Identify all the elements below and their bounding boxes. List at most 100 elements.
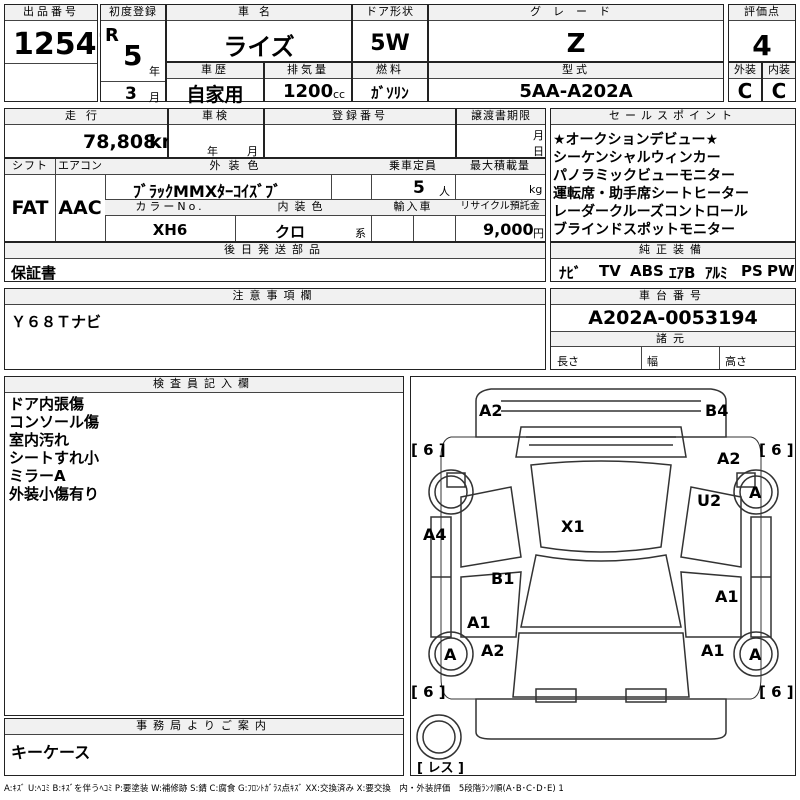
year-value: 5 <box>123 39 143 72</box>
displacement-value: 1200 <box>283 81 334 102</box>
model-box: 型式 5AA-A202A <box>428 62 724 102</box>
mark-center: B1 <box>491 569 515 588</box>
transfer-box: 譲渡書期限 月 日 <box>456 108 546 158</box>
equipment-item: ｴｱB <box>669 264 696 282</box>
equipment-box: 純正装備 ﾅﾋﾞ TV ABS ｴｱB ｱﾙﾐ PS PW <box>550 242 796 282</box>
load-label: 最大積載量 <box>455 159 545 175</box>
transfer-day-unit: 日 <box>533 145 544 158</box>
displacement-label: 排気量 <box>265 63 351 79</box>
dims-label: 諸元 <box>551 331 795 347</box>
inspector-line: ドア内張傷 <box>9 395 85 413</box>
mark-rear-left: A2 <box>479 401 503 420</box>
shift-label: シフト <box>5 159 55 175</box>
chassis-box: 車台番号 A202A-0053194 諸元 長さ 幅 高さ <box>550 288 796 370</box>
spec-block: シフト エアコン FAT AAC 外装色 ﾌﾞﾗｯｸMMXﾀｰｺｲｽﾞﾌﾞ 乗車… <box>4 158 546 242</box>
year-unit: 年 <box>149 65 160 78</box>
equipment-item: PW <box>767 262 795 280</box>
car-name-label: 車名 <box>167 5 351 21</box>
model-label: 型式 <box>429 63 723 79</box>
exterior-color-value: ﾌﾞﾗｯｸMMXﾀｰｺｲｽﾞﾌﾞ <box>133 182 282 201</box>
mark-right-lower: A1 <box>715 587 739 606</box>
grade-label: グレード <box>429 5 723 21</box>
equipment-item: ｱﾙﾐ <box>705 264 728 282</box>
car-name: ライズ <box>223 33 295 61</box>
office-value: キーケース <box>11 743 91 762</box>
exterior-color-label: 外装色 <box>105 159 371 175</box>
recycle-value: 9,000 <box>483 220 534 239</box>
equipment-item: ﾅﾋﾞ <box>559 264 582 282</box>
interior-value: C <box>771 79 787 103</box>
inspector-line: 室内汚れ <box>9 431 70 449</box>
capacity-label: 乗車定員 <box>371 159 455 175</box>
door-box: ドア形状 5W <box>352 4 428 62</box>
history-box: 車歴 自家用 <box>166 62 264 106</box>
transfer-month-unit: 月 <box>533 129 544 142</box>
history-label: 車歴 <box>167 63 263 79</box>
inspector-line: シートすれ小 <box>9 449 100 467</box>
score-value: 4 <box>752 29 772 62</box>
spare-tire-label: [ レス ] <box>417 761 464 776</box>
load-unit: kg <box>529 183 543 196</box>
divider <box>101 81 165 82</box>
score-box: 評価点 4 <box>728 4 796 62</box>
mark-left-lower: A1 <box>467 613 491 632</box>
later-parts-box: 後日発送部品 保証書 <box>4 242 546 282</box>
sales-points-box: セールスポイント ★オークションデビュー★ シーケンシャルウィンカー パノラミッ… <box>550 108 796 242</box>
sales-point-item: ブラインドスポットモニター <box>553 222 735 238</box>
divider <box>413 216 414 241</box>
mark-right-side: U2 <box>697 491 722 510</box>
sales-point-item: ★オークションデビュー★ <box>553 132 719 148</box>
exterior-grade-box: 外装 C <box>728 62 762 103</box>
inspector-line: コンソール傷 <box>9 413 100 431</box>
door-label: ドア形状 <box>353 5 427 21</box>
grade-box: グレード Z <box>428 4 724 62</box>
tire-depth-front-left: [ 6 ] <box>411 683 446 701</box>
month-unit: 月 <box>149 91 160 104</box>
office-label: 事務局よりご案内 <box>5 719 403 735</box>
inspection-box: 車検 年 月 <box>168 108 264 158</box>
sales-point-item: 運転席・助手席シートヒーター <box>553 186 749 202</box>
equipment-item: ABS <box>630 262 664 280</box>
mark-right-front-lower: A1 <box>701 641 725 660</box>
mileage-box: 走行 78,808 km <box>4 108 181 158</box>
recycle-unit: 円 <box>533 227 544 240</box>
capacity-unit: 人 <box>439 185 450 198</box>
shift-value: FAT <box>11 197 49 219</box>
tire-depth-front-right: [ 6 ] <box>759 683 794 701</box>
car-outline <box>416 388 779 760</box>
era: R <box>105 25 119 46</box>
color-no-label: カラーNo. <box>105 200 235 216</box>
car-diagram: A2 B4 A2 A U2 X1 A4 B1 A1 A1 A2 A A1 A [… <box>410 376 796 776</box>
fuel-label: 燃料 <box>353 63 427 79</box>
chassis-label: 車台番号 <box>551 289 795 305</box>
notes-label: 注意事項欄 <box>5 289 545 305</box>
tire-depth-rear-left: [ 6 ] <box>411 441 446 459</box>
divider <box>5 63 97 64</box>
import-label: 輸入車 <box>371 200 455 216</box>
door-value: 5W <box>370 31 410 56</box>
exterior-label: 外装 <box>729 63 761 79</box>
displacement-box: 排気量 1200 cc <box>264 62 352 102</box>
inspection-year-unit: 年 <box>207 145 218 158</box>
displacement-unit: cc <box>333 88 346 101</box>
color-no-value: XH6 <box>152 221 188 239</box>
chassis-number: A202A-0053194 <box>588 307 758 329</box>
height-label: 高さ <box>725 355 747 368</box>
mark-rear-right: B4 <box>705 401 729 420</box>
sales-point-item: レーダークルーズコントロール <box>553 204 748 220</box>
capacity-value: 5 <box>413 178 425 198</box>
mark-left-front-note: A2 <box>481 641 505 660</box>
office-box: 事務局よりご案内 キーケース <box>4 718 404 776</box>
lot-number: 12541 <box>13 27 118 62</box>
divider <box>105 199 545 200</box>
model-value: 5AA-A202A <box>519 81 633 102</box>
mark-left-front-wheel: A <box>444 645 457 664</box>
mark-roof: X1 <box>561 517 585 536</box>
interior-grade-box: 内装 C <box>762 62 796 103</box>
interior-color-unit: 系 <box>355 227 366 240</box>
mark-right-front-wheel: A <box>749 645 762 664</box>
interior-label: 内装 <box>763 63 795 79</box>
width-label: 幅 <box>647 355 658 368</box>
legend: A:ｷｽﾞ U:ﾍｺﾐ B:ｷｽﾞを伴うﾍｺﾐ P:要塗装 W:補修跡 S:錆 … <box>4 784 564 794</box>
notes-value: Ｙ６８Ｔナビ <box>11 313 102 331</box>
